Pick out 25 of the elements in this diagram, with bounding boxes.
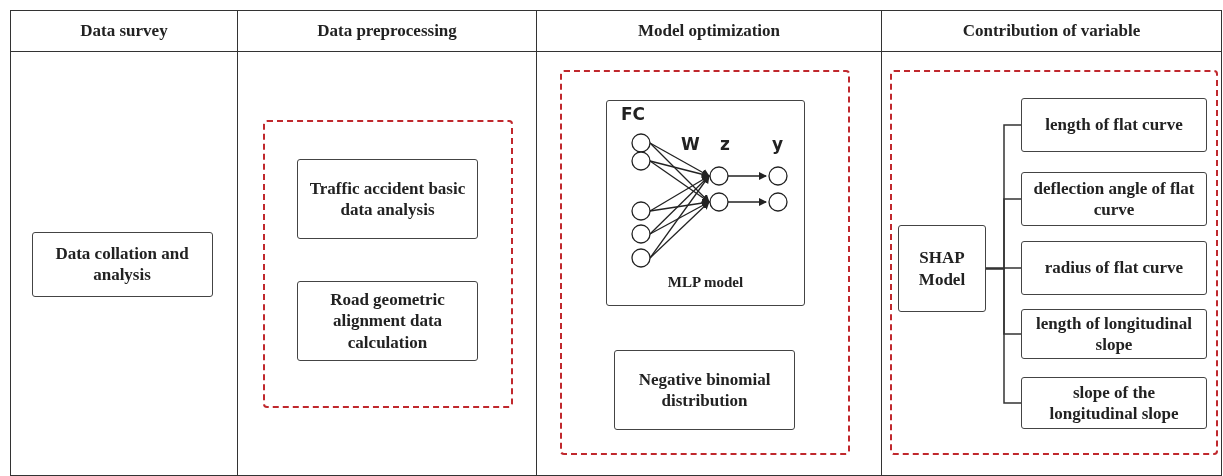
column-header: Contribution of variable bbox=[882, 11, 1221, 52]
table-column bbox=[536, 10, 882, 476]
process-box: length of longitudinal slope bbox=[1021, 309, 1207, 359]
network-label: y bbox=[772, 136, 784, 153]
process-box: radius of flat curve bbox=[1021, 241, 1207, 295]
network-label: FC bbox=[621, 106, 646, 123]
model-panel bbox=[606, 100, 805, 306]
table-column bbox=[10, 10, 238, 476]
table-column bbox=[881, 10, 1222, 476]
process-box: length of flat curve bbox=[1021, 98, 1207, 152]
network-label: W bbox=[681, 136, 700, 153]
process-box: Data collation and analysis bbox=[31, 231, 213, 297]
process-box: slope of the longitudinal slope bbox=[1021, 377, 1207, 429]
process-box: SHAP Model bbox=[898, 225, 986, 312]
process-box: Road geometric alignment data calculation bbox=[297, 281, 478, 361]
dashed-group-frame bbox=[262, 119, 513, 408]
process-box: Traffic accident basic data analysis bbox=[297, 159, 478, 239]
process-box: deflection angle of flat curve bbox=[1021, 172, 1207, 226]
network-label: z bbox=[720, 136, 730, 153]
connector-line bbox=[985, 267, 1022, 404]
process-box: Negative binomial distribution bbox=[614, 350, 795, 430]
table-column bbox=[237, 10, 537, 476]
panel-caption: MLP model bbox=[666, 273, 745, 292]
dashed-group-frame bbox=[559, 69, 850, 455]
dashed-group-frame bbox=[889, 69, 1218, 455]
